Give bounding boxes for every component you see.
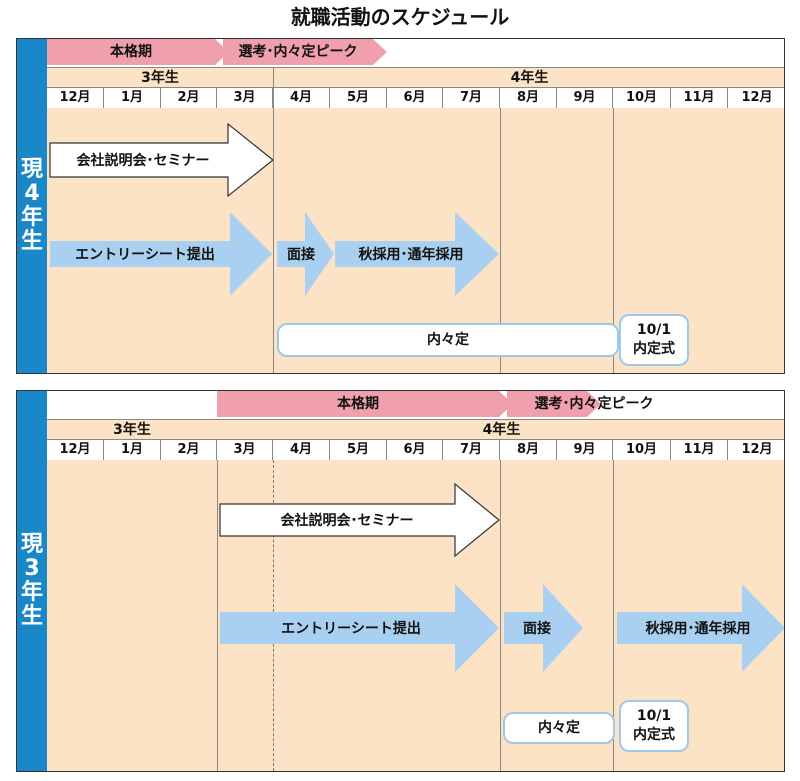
month-cell: 6月 bbox=[387, 88, 443, 108]
ceremony-box: 10/1 内定式 bbox=[619, 314, 689, 366]
autumn-label: 秋採用･通年採用 bbox=[358, 247, 464, 263]
phase-peak: 選考･内々定ピーク bbox=[223, 39, 373, 65]
arrow-layer bbox=[219, 482, 784, 672]
schedule-body: 会社説明会･セミナー エントリーシート提出 面接 秋採用･通年採用 内々定 10… bbox=[47, 108, 784, 373]
autumn-arrow bbox=[617, 584, 784, 672]
divider-aug bbox=[500, 460, 501, 771]
naitei-bar: 内々定 bbox=[503, 712, 615, 744]
interview-label: 面接 bbox=[287, 247, 315, 263]
phase-peak-label: 選考･内々定ピーク bbox=[534, 396, 654, 412]
side-label-3rd-year: 現3年生 bbox=[17, 391, 47, 771]
grade-3rd-year: 3年生 bbox=[141, 70, 179, 86]
month-cell: 1月 bbox=[104, 440, 161, 460]
month-cell: 12月 bbox=[47, 440, 104, 460]
grade-4th-year: 4年生 bbox=[482, 422, 521, 438]
grade-4th-year: 4年生 bbox=[510, 70, 549, 86]
month-cell: 9月 bbox=[557, 440, 613, 460]
interview-arrow bbox=[504, 584, 583, 672]
divider-grade bbox=[273, 67, 274, 373]
autumn-arrow bbox=[335, 212, 499, 296]
month-cell: 8月 bbox=[500, 88, 557, 108]
page-title: 就職活動のスケジュール bbox=[290, 5, 510, 29]
seminar-arrow bbox=[49, 122, 274, 198]
phase-peak-arrow-tip bbox=[373, 39, 387, 65]
phase-peak-arrow-tip bbox=[587, 391, 601, 417]
month-cell: 2月 bbox=[161, 88, 217, 108]
month-cell: 7月 bbox=[443, 88, 500, 108]
month-cell: 9月 bbox=[557, 88, 613, 108]
month-cell: 1月 bbox=[104, 88, 161, 108]
phase-peak bbox=[507, 391, 587, 417]
phase-main-arrow-tip bbox=[215, 39, 229, 65]
phase-row: 本格期 選考･内々定ピーク bbox=[47, 391, 784, 419]
entry-arrow bbox=[220, 584, 499, 672]
month-row: 12月 1月 2月 3月 4月 5月 6月 7月 8月 9月 10月 11月 1… bbox=[47, 439, 784, 461]
month-cell: 7月 bbox=[443, 440, 500, 460]
arrow-layer bbox=[49, 122, 499, 296]
divider-aug bbox=[500, 108, 501, 373]
month-cell: 10月 bbox=[613, 88, 671, 108]
month-cell: 2月 bbox=[161, 440, 217, 460]
grade-row: 3年生 4年生 bbox=[47, 419, 784, 440]
interview-arrow bbox=[277, 212, 334, 296]
month-cell: 3月 bbox=[217, 440, 273, 460]
month-cell: 11月 bbox=[671, 440, 728, 460]
phase-main-arrow-tip bbox=[499, 391, 513, 417]
grade-row: 3年生 4年生 bbox=[47, 67, 784, 88]
month-row: 12月 1月 2月 3月 4月 5月 6月 7月 8月 9月 10月 11月 1… bbox=[47, 87, 784, 109]
divider-oct bbox=[613, 460, 614, 771]
month-cell: 4月 bbox=[273, 88, 330, 108]
interview-label: 面接 bbox=[523, 621, 551, 637]
month-cell: 12月 bbox=[741, 442, 773, 457]
schedule-body: 会社説明会･セミナー エントリーシート提出 面接 秋採用･通年採用 内々定 10… bbox=[47, 460, 784, 771]
entry-label: エントリーシート提出 bbox=[75, 247, 215, 263]
divider-oct bbox=[613, 108, 614, 373]
divider-grade bbox=[217, 460, 218, 771]
seminar-label: 会社説明会･セミナー bbox=[76, 153, 210, 169]
phase-main: 本格期 bbox=[217, 391, 499, 417]
month-cell: 5月 bbox=[330, 440, 387, 460]
side-label-4th-year: 現4年生 bbox=[17, 39, 47, 373]
entry-arrow bbox=[50, 212, 272, 296]
naitei-bar: 内々定 bbox=[277, 323, 619, 357]
ceremony-box: 10/1 内定式 bbox=[619, 700, 689, 752]
grade-3rd-year: 3年生 bbox=[113, 422, 151, 438]
entry-label: エントリーシート提出 bbox=[281, 621, 421, 637]
schedule-panel-current-4th-year: 現4年生 本格期 選考･内々定ピーク 3年生 4年生 12月 1月 2月 3月 … bbox=[16, 38, 785, 374]
seminar-label: 会社説明会･セミナー bbox=[280, 513, 414, 529]
month-cell: 8月 bbox=[500, 440, 557, 460]
month-cell: 3月 bbox=[217, 88, 273, 108]
month-cell: 10月 bbox=[613, 440, 671, 460]
schedule-panel-current-3rd-year: 現3年生 本格期 選考･内々定ピーク 3年生 4年生 12月 1月 2月 3月 … bbox=[16, 390, 785, 772]
month-cell: 11月 bbox=[671, 88, 728, 108]
autumn-label: 秋採用･通年採用 bbox=[645, 621, 751, 637]
phase-main: 本格期 bbox=[47, 39, 215, 65]
phase-row: 本格期 選考･内々定ピーク bbox=[47, 39, 784, 67]
month-cell: 12月 bbox=[47, 88, 104, 108]
month-cell: 5月 bbox=[330, 88, 387, 108]
seminar-arrow bbox=[219, 482, 500, 558]
month-cell: 12月 bbox=[741, 90, 773, 105]
month-cell: 4月 bbox=[273, 440, 330, 460]
month-cell: 6月 bbox=[387, 440, 443, 460]
